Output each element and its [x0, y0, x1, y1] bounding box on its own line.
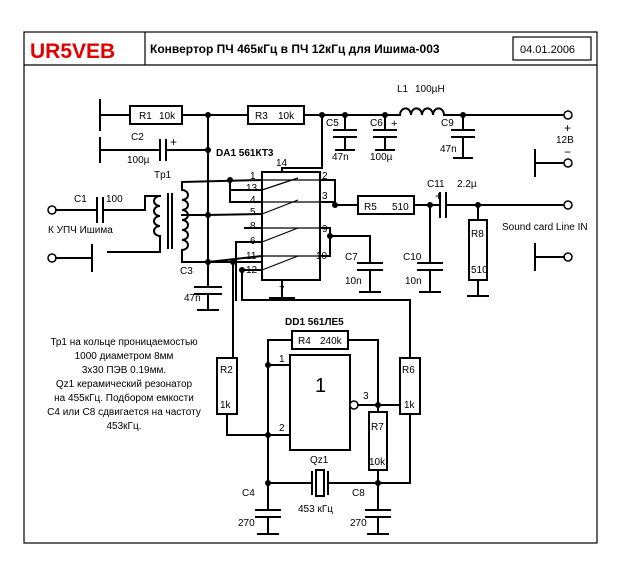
input-label: К УПЧ Ишима	[48, 225, 113, 236]
tp1-secondary	[180, 188, 189, 252]
svg-text:270: 270	[238, 518, 255, 529]
callsign: UR5VEB	[30, 40, 115, 63]
svg-text:2.2µ: 2.2µ	[457, 179, 477, 190]
qz1	[315, 469, 325, 497]
svg-text:100µ: 100µ	[370, 152, 393, 163]
da1-label: DA1 561КТ3	[216, 148, 274, 159]
svg-text:453 кГц: 453 кГц	[298, 504, 333, 515]
svg-text:10k: 10k	[278, 111, 295, 122]
svg-text:+: +	[170, 135, 177, 149]
svg-text:Тр1 на кольце проницаемостью: Тр1 на кольце проницаемостью	[50, 337, 198, 348]
svg-text:R7: R7	[371, 422, 384, 433]
svg-text:Tp1: Tp1	[154, 170, 172, 181]
svg-text:47n: 47n	[184, 293, 201, 304]
svg-text:С4 или С8 сдвигается на частот: С4 или С8 сдвигается на частоту	[47, 407, 201, 418]
svg-text:C4: C4	[242, 488, 255, 499]
svg-text:10n: 10n	[345, 276, 362, 287]
dd1-label: DD1 561ЛЕ5	[285, 317, 344, 328]
svg-text:C2: C2	[131, 132, 144, 143]
svg-text:на 455кГц. Подбором емкости: на 455кГц. Подбором емкости	[54, 392, 194, 404]
svg-text:+: +	[564, 121, 571, 135]
da1-body	[261, 171, 321, 281]
svg-text:C5: C5	[326, 118, 339, 129]
output-label: Sound card Line IN	[502, 222, 588, 233]
svg-text:240k: 240k	[320, 336, 343, 347]
svg-text:C9: C9	[441, 118, 454, 129]
svg-text:C1: C1	[74, 194, 87, 205]
svg-text:2: 2	[322, 171, 328, 182]
svg-text:C3: C3	[180, 266, 193, 277]
r1	[129, 105, 183, 125]
svg-text:14: 14	[276, 158, 288, 169]
svg-text:1k: 1k	[404, 400, 416, 411]
frame	[23, 31, 598, 544]
svg-text:5: 5	[250, 207, 256, 218]
dd1-gate	[289, 354, 351, 451]
v12-terminal	[563, 110, 573, 120]
description-note: Тр1 на кольце проницаемостью 1000 диамет…	[47, 337, 201, 432]
svg-text:L1: L1	[397, 84, 409, 95]
svg-text:8: 8	[250, 221, 256, 232]
svg-text:510: 510	[471, 265, 488, 276]
svg-text:−: −	[564, 145, 571, 159]
svg-text:C8: C8	[352, 488, 365, 499]
svg-text:1000 диаметром 8мм: 1000 диаметром 8мм	[75, 351, 174, 362]
svg-text:Qz1 керамический резонатор: Qz1 керамический резонатор	[56, 379, 193, 390]
svg-text:R1: R1	[139, 111, 152, 122]
svg-text:1: 1	[279, 354, 285, 365]
svg-text:R3: R3	[255, 111, 268, 122]
svg-text:4: 4	[250, 195, 256, 206]
svg-text:+: +	[435, 189, 442, 203]
svg-text:453кГц.: 453кГц.	[107, 421, 142, 432]
title: Конвертор ПЧ 465кГц в ПЧ 12кГц для Ишима…	[150, 42, 440, 56]
svg-text:47n: 47n	[332, 152, 349, 163]
svg-text:1k: 1k	[220, 400, 232, 411]
svg-text:100µ: 100µ	[127, 155, 150, 166]
svg-text:+: +	[391, 118, 397, 130]
svg-text:C11: C11	[427, 179, 445, 190]
svg-text:R8: R8	[471, 229, 484, 240]
svg-text:510: 510	[392, 202, 409, 213]
svg-text:R5: R5	[364, 202, 377, 213]
svg-text:C7: C7	[345, 252, 358, 263]
svg-text:10n: 10n	[405, 276, 422, 287]
svg-text:9: 9	[322, 224, 328, 235]
svg-text:2: 2	[279, 423, 285, 434]
svg-text:13: 13	[246, 183, 258, 194]
svg-text:100: 100	[106, 194, 123, 205]
svg-text:47n: 47n	[440, 144, 457, 155]
l1	[398, 107, 446, 117]
svg-text:R6: R6	[402, 365, 415, 376]
svg-text:3х30 ПЭВ 0.19мм.: 3х30 ПЭВ 0.19мм.	[82, 365, 166, 376]
svg-text:R4: R4	[298, 336, 311, 347]
svg-text:Qz1: Qz1	[310, 455, 329, 466]
svg-text:12В: 12В	[556, 135, 574, 146]
svg-text:C10: C10	[403, 252, 422, 263]
svg-text:R2: R2	[220, 365, 233, 376]
svg-text:10k: 10k	[369, 457, 386, 468]
r3	[247, 105, 305, 125]
date: 04.01.2006	[520, 44, 575, 56]
svg-text:10k: 10k	[159, 111, 176, 122]
svg-text:100µH: 100µH	[415, 84, 445, 95]
svg-text:1: 1	[250, 171, 256, 182]
svg-text:C6: C6	[370, 118, 383, 129]
svg-text:3: 3	[322, 191, 328, 202]
svg-text:3: 3	[363, 391, 369, 402]
svg-text:1: 1	[315, 375, 326, 397]
tp1-primary	[153, 194, 162, 238]
svg-text:270: 270	[350, 518, 367, 529]
